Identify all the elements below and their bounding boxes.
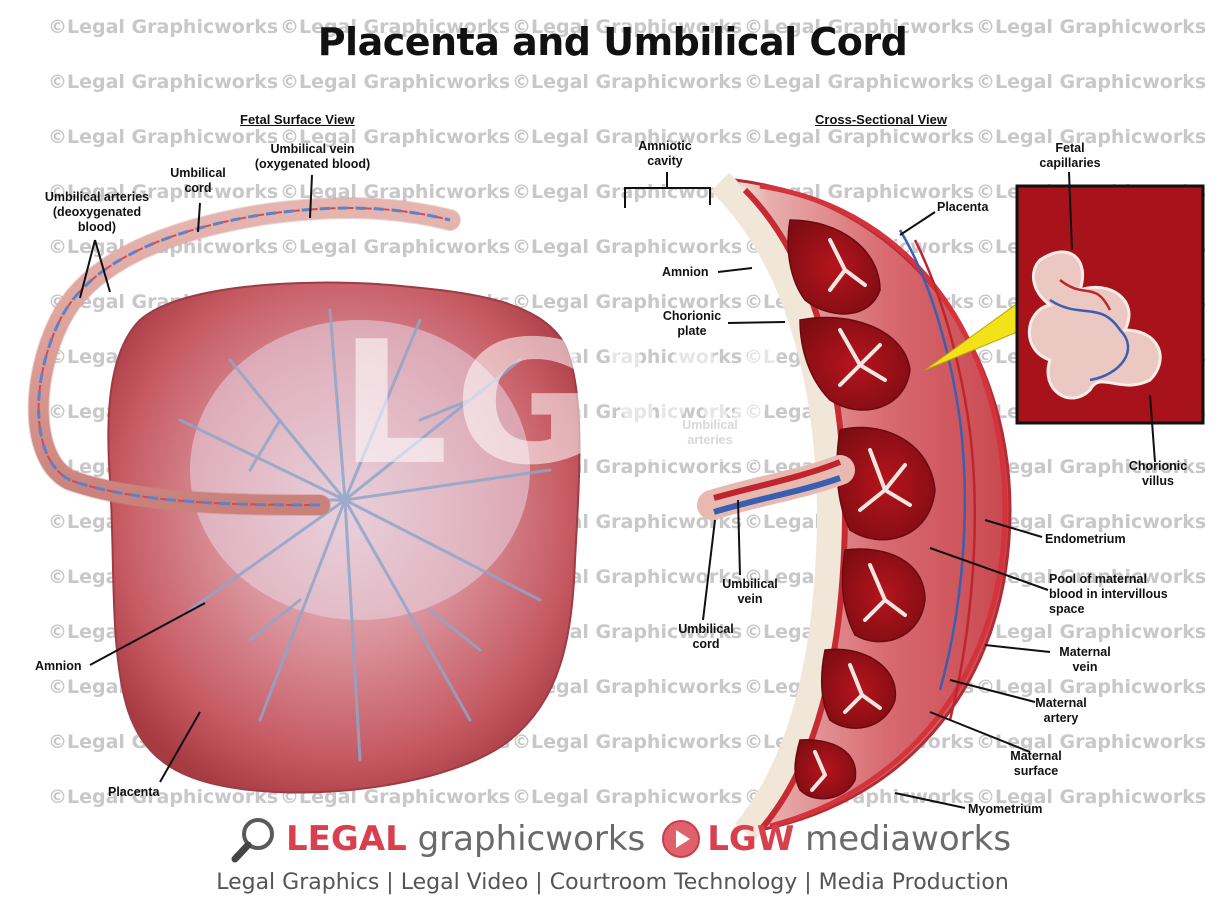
cross-view-heading: Cross-Sectional View bbox=[815, 112, 947, 127]
label-maternal-pool: Pool of maternal blood in intervillous s… bbox=[1049, 572, 1168, 616]
intervillous-pools bbox=[787, 219, 936, 800]
brand-mediaworks: mediaworks bbox=[794, 819, 1012, 859]
magnifier-icon bbox=[231, 818, 274, 863]
label-chorionic-plate: Chorionic plate bbox=[662, 309, 722, 338]
inset-villus bbox=[1027, 250, 1162, 400]
label-umbilical-cord-fetal: Umbilical cord bbox=[170, 166, 226, 195]
footer-tagline: Legal Graphics | Legal Video | Courtroom… bbox=[216, 870, 1009, 895]
label-umbilical-arteries: Umbilical arteries (deoxygenated blood) bbox=[44, 190, 150, 234]
label-myometrium: Myometrium bbox=[968, 802, 1043, 816]
label-umbilical-vein-cross: Umbilical vein bbox=[722, 577, 778, 606]
cross-section-illustration bbox=[624, 172, 1012, 841]
label-amniotic-cavity: Amniotic cavity bbox=[638, 139, 692, 168]
fetal-surface-illustration bbox=[27, 197, 581, 794]
amnion-layer bbox=[710, 172, 844, 841]
cross-leader-lines bbox=[702, 171, 1156, 809]
section-cord-vein bbox=[713, 475, 841, 515]
label-placenta-fetal: Placenta bbox=[108, 785, 160, 799]
brand-lgw: LGW bbox=[707, 819, 795, 859]
cord-vessel-red bbox=[37, 207, 451, 506]
label-umbilical-arteries-cross: Umbilical arteries bbox=[682, 418, 738, 447]
brand-graphicworks: graphicworks bbox=[406, 819, 646, 859]
label-amnion-cross: Amnion bbox=[662, 265, 709, 279]
brand-legal: LEGAL bbox=[286, 819, 407, 859]
label-chorionic-villus: Chorionic villus bbox=[1128, 459, 1188, 488]
page-title: Placenta and Umbilical Cord bbox=[317, 20, 908, 64]
play-icon bbox=[662, 820, 701, 858]
label-maternal-artery: Maternal artery bbox=[1035, 696, 1087, 725]
fetal-leader-lines bbox=[79, 174, 313, 783]
placenta-highlight bbox=[190, 320, 530, 620]
amniotic-cavity-bracket bbox=[624, 172, 711, 208]
myometrium-edge bbox=[759, 183, 1008, 829]
capillary-inset bbox=[924, 184, 1205, 425]
label-maternal-surface: Maternal surface bbox=[1010, 749, 1062, 778]
label-amnion-fetal: Amnion bbox=[35, 659, 82, 673]
cord-vessel-blue bbox=[37, 206, 451, 507]
label-placenta-cross: Placenta bbox=[937, 200, 989, 214]
maternal-vessels bbox=[898, 229, 977, 721]
label-fetal-capillaries: Fetal capillaries bbox=[1039, 141, 1101, 170]
label-maternal-vein: Maternal vein bbox=[1059, 645, 1111, 674]
label-umbilical-cord-cross: Umbilical cord bbox=[678, 622, 734, 651]
section-cord-artery bbox=[713, 459, 842, 501]
label-umbilical-vein-fetal: Umbilical vein (oxygenated blood) bbox=[254, 142, 371, 171]
villus-trees bbox=[810, 238, 912, 792]
label-endometrium: Endometrium bbox=[1045, 532, 1126, 546]
section-umbilical-cord bbox=[697, 455, 855, 520]
fetal-view-heading: Fetal Surface View bbox=[240, 112, 355, 127]
lgw-watermark-big: LGW bbox=[340, 305, 794, 503]
inset-capillaries bbox=[1049, 279, 1130, 382]
footer-brand: LEGAL graphicworks LGW mediaworks bbox=[230, 813, 1011, 865]
